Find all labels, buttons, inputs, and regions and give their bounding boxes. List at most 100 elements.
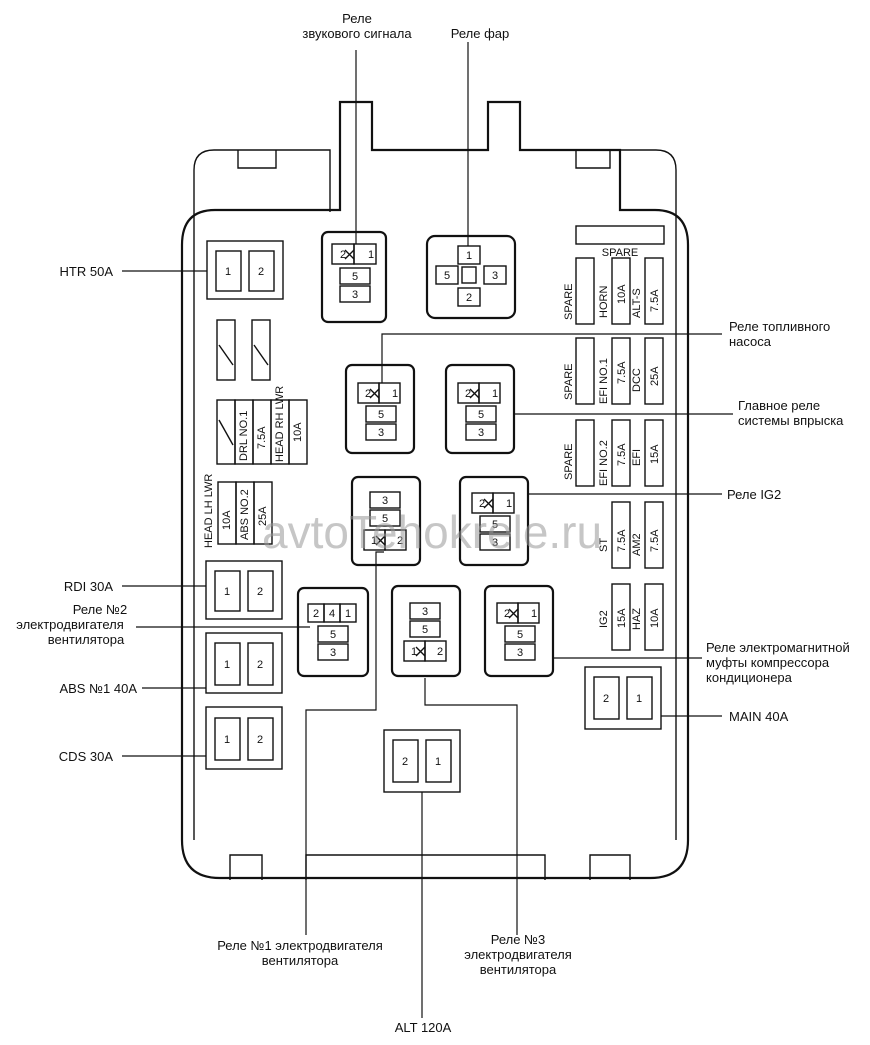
htr-fuse-label: HTR 50A [60,264,114,279]
terminal-label: 1 [224,586,230,598]
abs1-fuse-label: ABS №1 40A [59,681,137,696]
terminal-label: 1 [506,498,512,510]
ac-clutch-relay-label-2: муфты компрессора [706,655,830,670]
abs1-fuse: 1 2 [205,632,283,694]
abs-no2-amp-label: 25A [257,506,269,526]
head-lh-amp-label: 10A [221,510,233,530]
alt-fuse-label: ALT 120A [395,1020,452,1035]
ig2-relay: 2 1 5 3 [458,475,530,567]
terminal-label: 3 [378,427,384,439]
terminal-label: 5 [444,270,450,282]
spare-1-label: SPARE [563,284,575,320]
ac-clutch-relay-label-3: кондиционера [706,670,793,685]
terminal-label: 1 [368,249,374,261]
terminal-label: 1 [345,608,351,620]
alt-s-amp-label: 7.5A [649,289,661,312]
terminal-label: 2 [466,292,472,304]
terminal-label: 2 [340,249,346,261]
fan2-relay-label-1: Реле №2 [73,602,128,617]
leader-lines [122,42,733,1018]
terminal-label: 3 [352,289,358,301]
terminal-label: 2 [465,388,471,400]
am2-label: AM2 [631,533,643,556]
terminal-label: 1 [224,734,230,746]
terminal-label: 1 [492,388,498,400]
terminal-label: 2 [479,498,485,510]
terminal-label: 1 [531,608,537,620]
left-small-fuses [216,319,308,545]
dcc-amp-label: 25A [649,366,661,386]
htr-fuse: 1 2 [206,240,284,300]
horn-relay: 2 1 5 3 [320,230,388,324]
terminal-label: 3 [422,606,428,618]
terminal-label: 3 [492,270,498,282]
terminal-label: 3 [492,537,498,549]
terminal-label: 2 [437,646,443,658]
efi-no1-amp-label: 7.5A [616,361,628,384]
terminal-label: 3 [330,647,336,659]
horn-label: HORN [598,286,610,318]
head-rh-lwr-label: HEAD RH LWR [274,386,286,462]
fan2-relay-label-2: электродвигателя [16,617,124,632]
terminal-label: 2 [365,388,371,400]
terminal-label: 2 [258,266,264,278]
terminal-label: 4 [329,608,335,620]
fan1-relay-label-1: Реле №1 электродвигателя [217,938,383,953]
terminal-label: 2 [257,734,263,746]
fan2-relay-label-3: вентилятора [48,632,125,647]
terminal-label: 1 [225,266,231,278]
terminal-label: 1 [636,693,642,705]
ig2-fuse-label: IG2 [598,610,610,628]
fuel-pump-relay-label-1: Реле топливного [729,319,830,334]
drl-fuse-label: DRL NO.1 [238,411,250,461]
terminal-label: 1 [411,646,417,658]
efi-label: EFI [631,449,643,466]
horn-relay-label-1: Реле [342,11,372,26]
fan2-relay: 2 4 1 5 3 [296,586,370,678]
terminal-label: 5 [478,409,484,421]
cds-fuse-label: CDS 30A [59,749,114,764]
rdi-fuse: 1 2 [205,560,283,620]
haz-label: HAZ [631,608,643,630]
ig2-amp-label: 15A [616,608,628,628]
fan3-relay-label-2: электродвигателя [464,947,572,962]
terminal-label: 5 [492,519,498,531]
terminal-label: 5 [422,624,428,636]
cds-fuse: 1 2 [205,706,283,770]
spare-2-label: SPARE [563,364,575,400]
horn-amp-label: 10A [616,284,628,304]
am2-amp-label: 7.5A [649,529,661,552]
alt-fuse: 2 1 [383,729,461,793]
abs-no2-label: ABS NO.2 [239,489,251,540]
terminal-label: 3 [517,647,523,659]
efi-main-relay-label-2: системы впрыска [738,413,844,428]
terminal-label: 2 [257,659,263,671]
main-fuse-label: MAIN 40A [729,709,789,724]
main-fuse: 2 1 [584,666,662,730]
fuel-pump-relay-label-2: насоса [729,334,772,349]
terminal-label: 2 [397,535,403,547]
drl-amp-label: 7.5A [256,426,268,449]
efi-main-relay: 2 1 5 3 [444,363,516,455]
st-label: ST [598,538,610,552]
efi-no2-amp-label: 7.5A [616,443,628,466]
terminal-label: 5 [517,629,523,641]
efi-no2-label: EFI NO.2 [598,440,610,486]
terminal-label: 5 [330,629,336,641]
terminal-label: 5 [378,409,384,421]
terminal-label: 1 [224,659,230,671]
ig2-relay-label: Реле IG2 [727,487,781,502]
efi-amp-label: 15A [649,444,661,464]
fuel-pump-relay: 2 1 5 3 [344,363,416,455]
efi-no1-label: EFI NO.1 [598,358,610,404]
terminal-label: 1 [371,535,377,547]
terminal-label: 2 [313,608,319,620]
spare-top-label: SPARE [602,247,638,259]
terminal-label: 3 [478,427,484,439]
terminal-label: 2 [402,756,408,768]
dcc-label: DCC [631,368,643,392]
spare-3-label: SPARE [563,444,575,480]
headlight-relay: 1 5 3 2 [425,234,517,320]
terminal-label: 1 [392,388,398,400]
